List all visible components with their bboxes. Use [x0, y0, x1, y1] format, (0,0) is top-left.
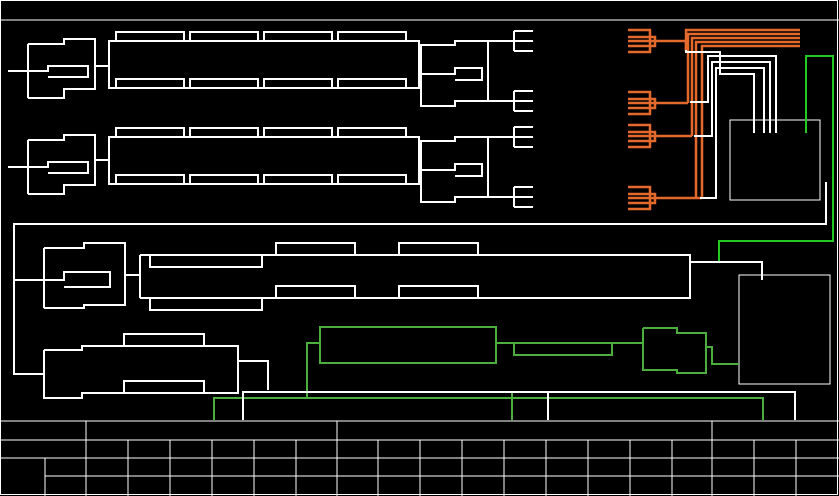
- block-d: [43, 333, 269, 399]
- bus-loop: [13, 182, 827, 375]
- green-main-wire: [718, 55, 834, 262]
- white-lower-lines: [242, 391, 796, 420]
- enclosure-top: [729, 119, 821, 201]
- title-block: [0, 420, 839, 496]
- block-c: [14, 242, 763, 311]
- green-lower-circuit: [213, 326, 764, 420]
- block-a: [8, 30, 533, 112]
- enclosure-right: [738, 274, 831, 385]
- white-feeders: [685, 50, 777, 199]
- block-b: [8, 126, 533, 208]
- orange-wiring: [628, 28, 800, 211]
